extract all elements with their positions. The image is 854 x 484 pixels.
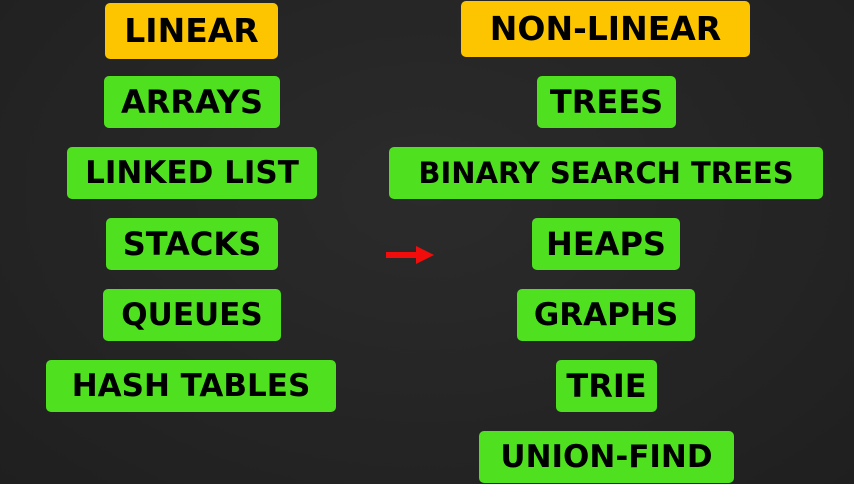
linear-item-queues: QUEUES <box>103 289 281 341</box>
non-linear-heading: NON-LINEAR <box>461 1 750 57</box>
arrow-right-icon <box>386 246 434 264</box>
non-linear-item-union-find: UNION-FIND <box>479 431 734 483</box>
linear-item-arrays: ARRAYS <box>104 76 280 128</box>
non-linear-item-binary-search-trees: BINARY SEARCH TREES <box>389 147 823 199</box>
non-linear-item-graphs: GRAPHS <box>517 289 695 341</box>
linear-item-stacks: STACKS <box>106 218 278 270</box>
linear-item-linked-list: LINKED LIST <box>67 147 317 199</box>
non-linear-item-trie: TRIE <box>556 360 657 412</box>
linear-item-hash-tables: HASH TABLES <box>46 360 336 412</box>
non-linear-item-trees: TREES <box>537 76 676 128</box>
linear-heading: LINEAR <box>105 3 278 59</box>
non-linear-item-heaps: HEAPS <box>532 218 680 270</box>
